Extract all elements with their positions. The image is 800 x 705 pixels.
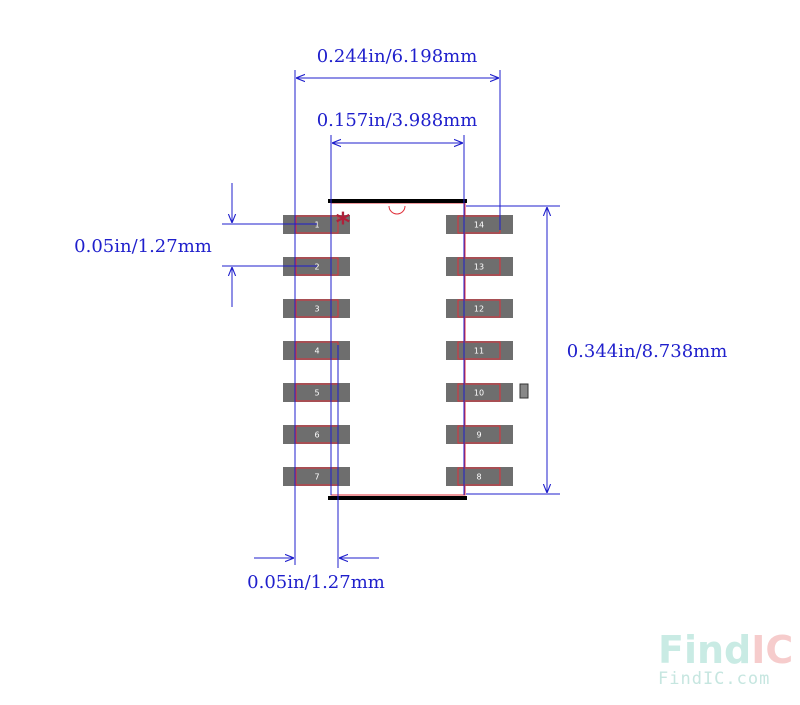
pad-shape <box>446 257 513 276</box>
pin-number: 7 <box>314 473 319 482</box>
pad-shape <box>446 341 513 360</box>
pad-outline <box>295 299 339 318</box>
right-pads: 14 13 12 11 10 9 8 <box>446 215 513 486</box>
pad-shape <box>283 383 350 402</box>
pin1-marker-icon: * <box>336 206 351 239</box>
svg-text:FindIC: FindIC <box>658 628 793 672</box>
pad-outline <box>457 425 501 444</box>
pad-shape <box>283 467 350 486</box>
pad-shape <box>446 425 513 444</box>
pin-number: 1 <box>314 221 319 230</box>
pin-number: 10 <box>474 389 484 398</box>
pin-number: 3 <box>314 305 319 314</box>
pad-right-9: 9 <box>446 425 513 444</box>
pad-right-14: 14 <box>446 215 513 234</box>
pad-right-8: 8 <box>446 467 513 486</box>
pin-number: 6 <box>314 431 319 440</box>
pad-shape <box>283 425 350 444</box>
pin-number: 4 <box>314 347 319 356</box>
pin-number: 8 <box>476 473 481 482</box>
overall-width-label: 0.244in/6.198mm <box>317 46 478 67</box>
pad-shape <box>446 299 513 318</box>
pin-pitch-label: 0.05in/1.27mm <box>74 236 212 257</box>
pad-outline <box>457 383 501 402</box>
body-length-dimension: 0.344in/8.738mm <box>466 205 728 495</box>
pad-right-10: 10 <box>446 383 513 402</box>
pin-number: 13 <box>474 263 484 272</box>
pad-left-4: 4 <box>283 341 350 360</box>
pad-width-dimension: 0.05in/1.27mm <box>247 345 385 593</box>
body-length-label: 0.344in/8.738mm <box>567 341 728 362</box>
pin-pitch-dimension: 0.05in/1.27mm <box>74 183 317 307</box>
pad-width-label: 0.05in/1.27mm <box>247 572 385 593</box>
pin-number: 14 <box>474 221 484 230</box>
pad-shape <box>283 299 350 318</box>
pad-left-6: 6 <box>283 425 350 444</box>
logo-sub: FindIC.com <box>658 669 770 689</box>
pad-left-7: 7 <box>283 467 350 486</box>
pin-number: 11 <box>474 347 484 356</box>
pad-shape <box>446 383 513 402</box>
pad-right-12: 12 <box>446 299 513 318</box>
pin1-notch <box>388 205 406 215</box>
pad-outline <box>457 341 501 360</box>
pad-outline <box>457 467 501 486</box>
pin-number: 5 <box>314 389 319 398</box>
pad-shape <box>283 341 350 360</box>
body-width-dimension: 0.157in/3.988mm <box>317 110 478 495</box>
side-marker <box>519 383 529 399</box>
pad-outline <box>457 299 501 318</box>
body-width-label: 0.157in/3.988mm <box>317 110 478 131</box>
pad-shape <box>446 215 513 234</box>
logo-ic: IC <box>751 628 793 672</box>
pin-number: 2 <box>314 263 319 272</box>
pad-right-11: 11 <box>446 341 513 360</box>
pin-number: 12 <box>474 305 484 314</box>
pad-shape <box>446 467 513 486</box>
pad-left-3: 3 <box>283 299 350 318</box>
left-pads: 1 2 3 4 5 6 7 <box>283 215 350 486</box>
overall-width-dimension: 0.244in/6.198mm <box>294 46 501 565</box>
pad-outline <box>457 257 501 276</box>
pad-left-5: 5 <box>283 383 350 402</box>
findic-logo: FindIC FindIC.com <box>658 628 793 689</box>
logo-find: Find <box>658 628 751 672</box>
pad-right-13: 13 <box>446 257 513 276</box>
pin-number: 9 <box>476 431 481 440</box>
